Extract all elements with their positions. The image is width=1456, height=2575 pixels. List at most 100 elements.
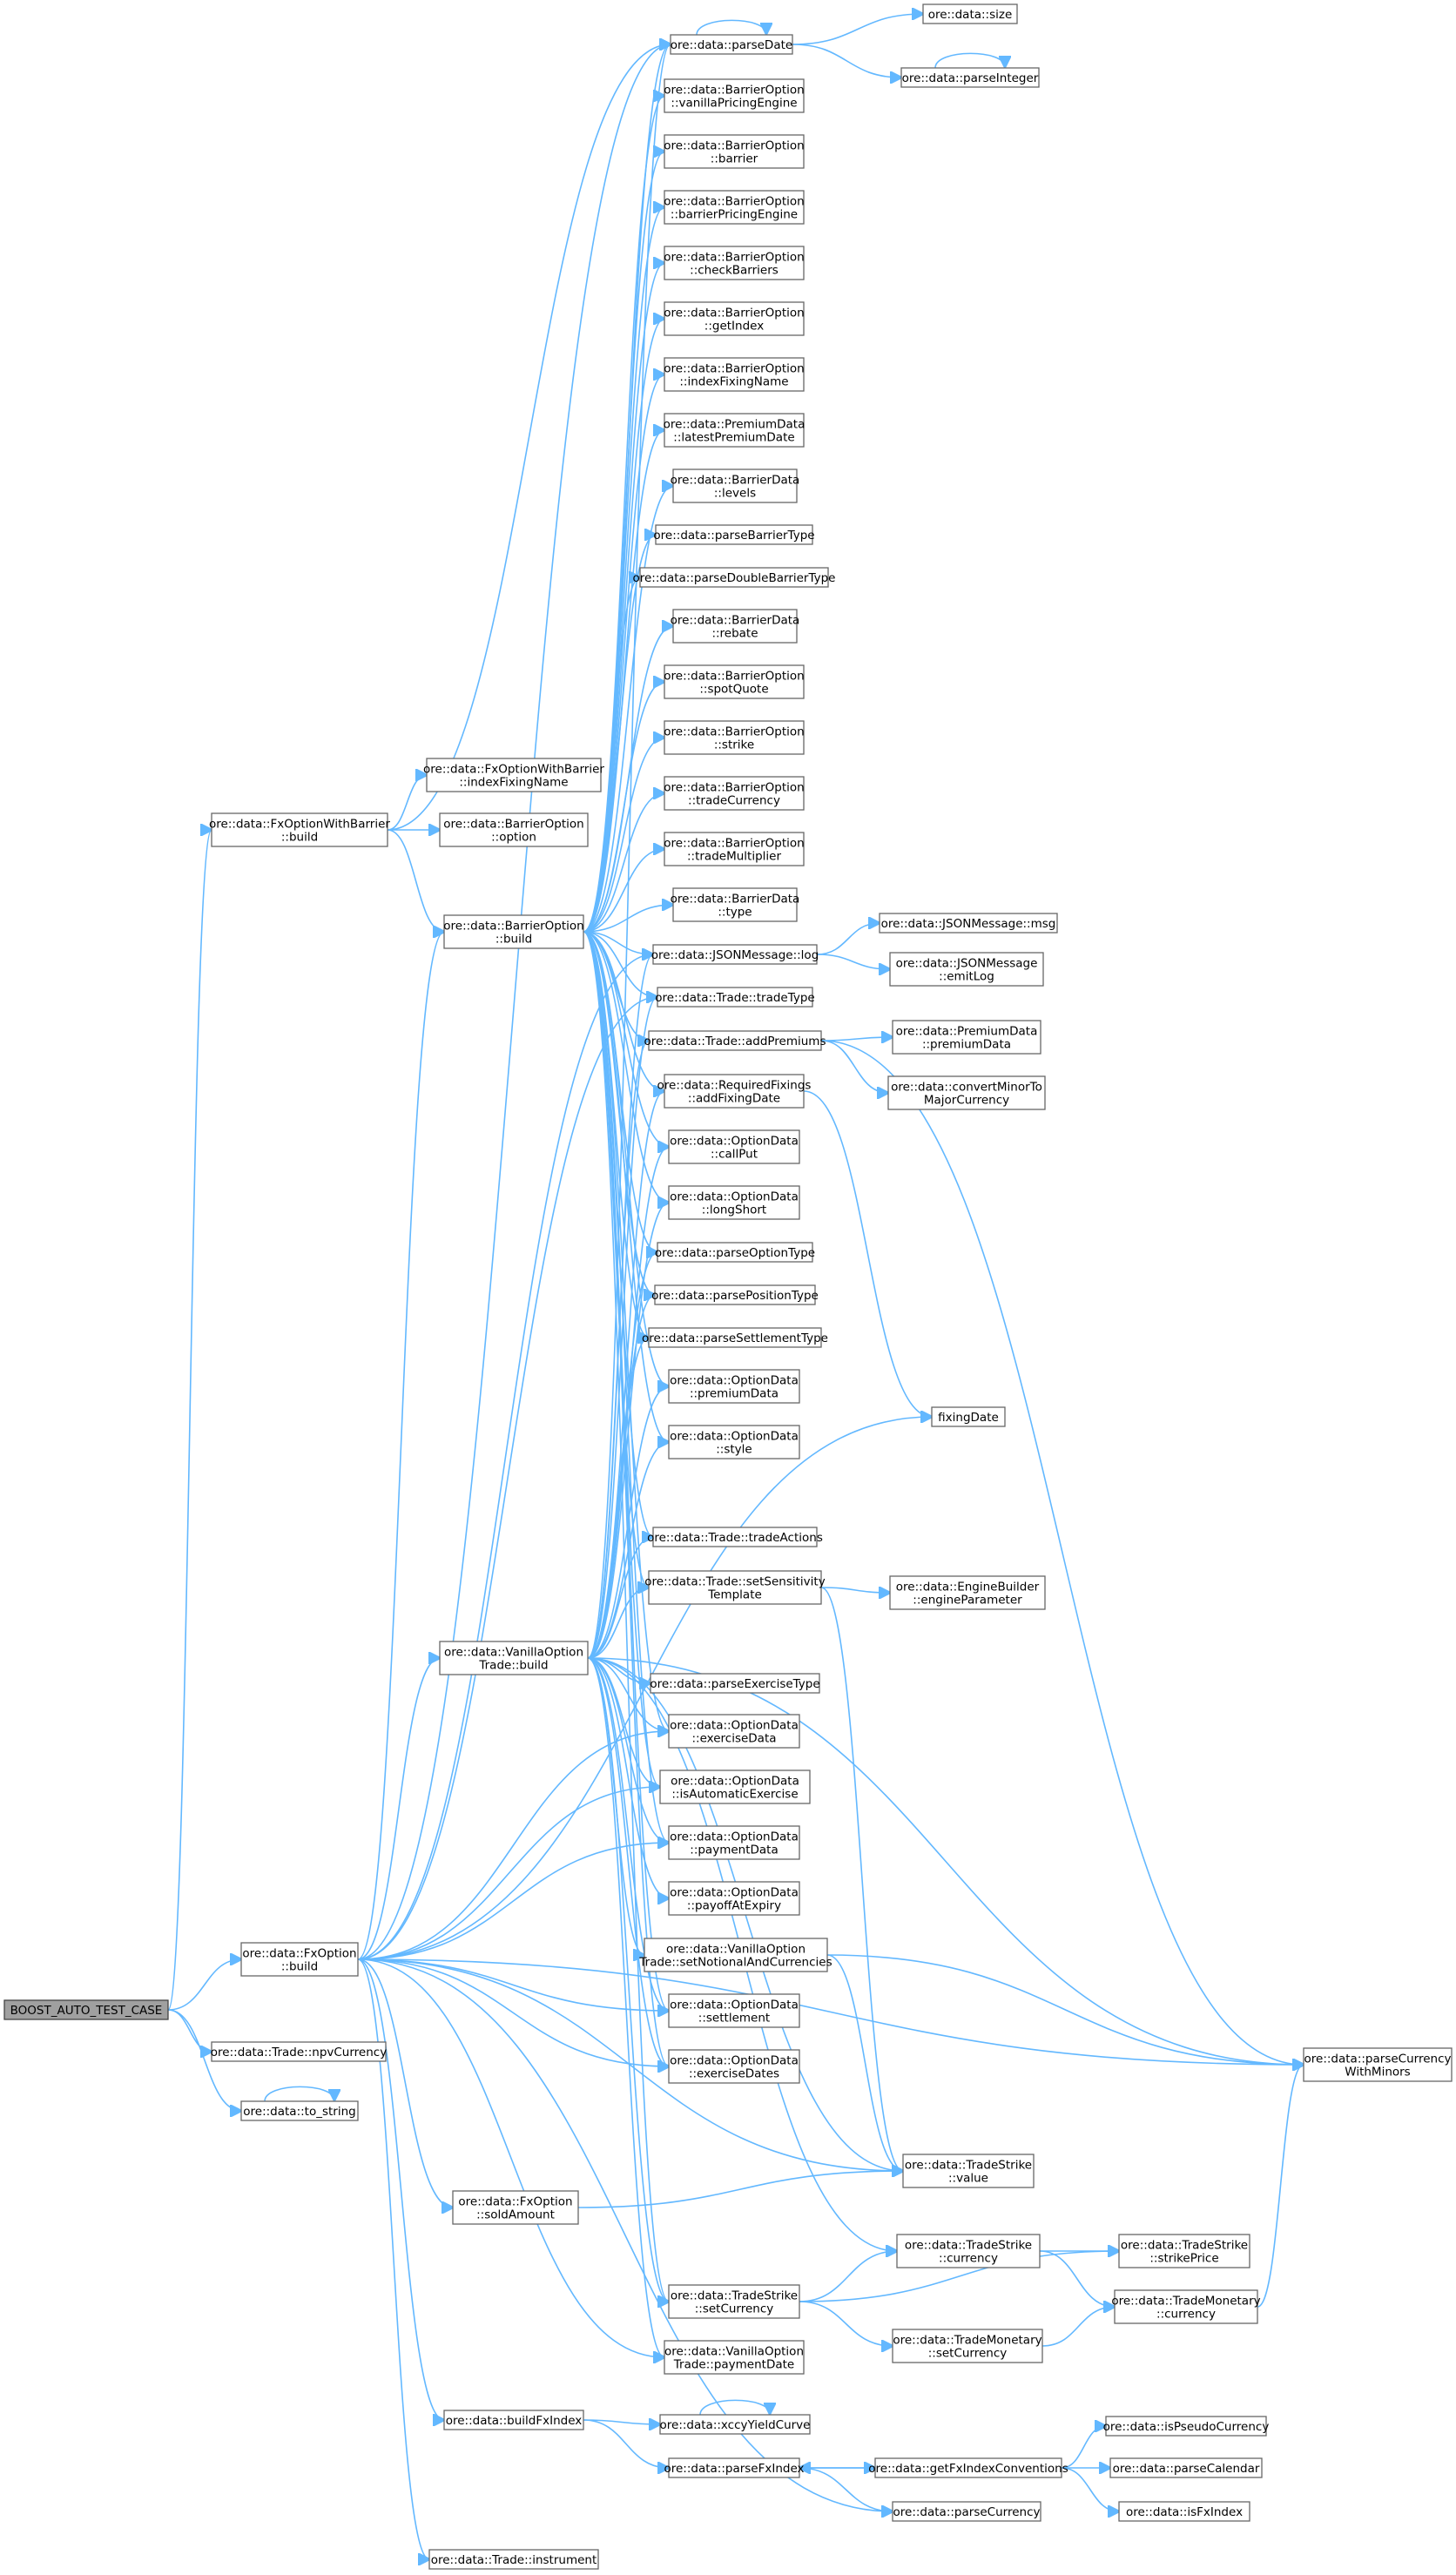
- node-bo_vanillapricing[interactable]: ore::data::BarrierOption::vanillaPricing…: [664, 78, 805, 113]
- node-box[interactable]: [892, 2329, 1043, 2363]
- node-xccyyieldcurve[interactable]: ore::data::xccyYieldCurve: [659, 2414, 811, 2435]
- node-addpremiums[interactable]: ore::data::Trade::addPremiums: [644, 1030, 826, 1051]
- node-box[interactable]: [668, 1185, 800, 1220]
- node-fxobarrier_build[interactable]: ore::data::FxOptionWithBarrier::build: [209, 812, 390, 847]
- node-box[interactable]: [648, 1327, 822, 1348]
- node-box[interactable]: [1105, 2416, 1267, 2437]
- node-pd_latestpremium[interactable]: ore::data::PremiumData::latestPremiumDat…: [664, 413, 806, 448]
- node-parseinteger[interactable]: ore::data::parseInteger: [900, 67, 1040, 88]
- node-box[interactable]: [900, 67, 1040, 88]
- node-box[interactable]: [668, 1993, 800, 2028]
- node-od_longshort[interactable]: ore::data::OptionData::longShort: [668, 1185, 800, 1220]
- node-box[interactable]: [664, 301, 805, 336]
- node-bo_spotquote[interactable]: ore::data::BarrierOption::spotQuote: [664, 664, 805, 699]
- node-tradetype[interactable]: ore::data::Trade::tradeType: [655, 987, 815, 1008]
- node-fxob_indexfixingname[interactable]: ore::data::FxOptionWithBarrier::indexFix…: [423, 758, 604, 792]
- node-box[interactable]: [639, 567, 829, 588]
- node-box[interactable]: [874, 2457, 1062, 2478]
- node-pd_premiumdata[interactable]: ore::data::PremiumData::premiumData: [892, 1020, 1041, 1055]
- node-ts_setcurrency[interactable]: ore::data::TradeStrike::setCurrency: [668, 2284, 800, 2319]
- node-box[interactable]: [664, 134, 805, 169]
- node-to_string[interactable]: ore::data::to_string: [240, 2100, 359, 2121]
- node-ts_value[interactable]: ore::data::TradeStrike::value: [902, 2154, 1035, 2188]
- node-box[interactable]: [879, 913, 1058, 934]
- node-box[interactable]: [896, 2234, 1041, 2268]
- node-box[interactable]: [1118, 2234, 1250, 2268]
- node-ts_strikeprice[interactable]: ore::data::TradeStrike::strikePrice: [1118, 2234, 1250, 2268]
- node-box[interactable]: [439, 812, 589, 847]
- node-box[interactable]: [889, 952, 1044, 987]
- node-box[interactable]: [664, 357, 805, 392]
- node-bo_barrier[interactable]: ore::data::BarrierOption::barrier: [664, 134, 805, 169]
- node-box[interactable]: [670, 34, 793, 55]
- node-bo_trademultiplier[interactable]: ore::data::BarrierOption::tradeMultiplie…: [664, 832, 805, 866]
- node-box[interactable]: [644, 1938, 828, 1972]
- node-box[interactable]: [659, 2414, 811, 2435]
- node-box[interactable]: [672, 609, 798, 644]
- node-box[interactable]: [664, 720, 805, 755]
- node-box[interactable]: [668, 1714, 800, 1749]
- node-jsonlog[interactable]: ore::data::JSONMessage::log: [651, 944, 819, 965]
- node-box[interactable]: [672, 468, 798, 503]
- node-box[interactable]: [668, 1881, 800, 1916]
- node-ispseudocurrency[interactable]: ore::data::isPseudoCurrency: [1103, 2416, 1270, 2437]
- node-box[interactable]: [668, 1369, 800, 1404]
- node-box[interactable]: [211, 2041, 387, 2062]
- node-box[interactable]: [1114, 2289, 1258, 2324]
- node-box[interactable]: [664, 2340, 805, 2375]
- node-parsesettlementtype[interactable]: ore::data::parseSettlementType: [642, 1327, 828, 1348]
- node-od_callput[interactable]: ore::data::OptionData::callPut: [668, 1129, 800, 1164]
- node-box[interactable]: [672, 887, 798, 922]
- node-vot_setnotional[interactable]: ore::data::VanillaOptionTrade::setNotion…: [638, 1938, 832, 1972]
- node-bd_type[interactable]: ore::data::BarrierData::type: [671, 887, 800, 922]
- node-box[interactable]: [650, 1673, 820, 1694]
- node-box[interactable]: [652, 944, 818, 965]
- node-parseoptiontype[interactable]: ore::data::parseOptionType: [655, 1242, 815, 1263]
- node-rf_addfixingdate[interactable]: ore::data::RequiredFixings::addFixingDat…: [657, 1074, 812, 1109]
- node-box[interactable]: [664, 413, 805, 448]
- node-box[interactable]: [652, 1527, 818, 1547]
- node-parsecalendar[interactable]: ore::data::parseCalendar: [1109, 2457, 1263, 2478]
- node-parsecurrency[interactable]: ore::data::parseCurrency: [892, 2501, 1041, 2522]
- node-ts_currency[interactable]: ore::data::TradeStrike::currency: [896, 2234, 1041, 2268]
- node-box[interactable]: [648, 1570, 822, 1605]
- node-eb_engineparameter[interactable]: ore::data::EngineBuilder::engineParamete…: [889, 1575, 1046, 1610]
- node-bd_rebate[interactable]: ore::data::BarrierData::rebate: [671, 609, 800, 644]
- node-od_exercisedata[interactable]: ore::data::OptionData::exerciseData: [668, 1714, 800, 1749]
- node-box[interactable]: [931, 1406, 1006, 1427]
- node-box[interactable]: [428, 2549, 599, 2570]
- node-bo_indexfixingname[interactable]: ore::data::BarrierOption::indexFixingNam…: [664, 357, 805, 392]
- node-parsepositiontype[interactable]: ore::data::parsePositionType: [651, 1284, 819, 1305]
- node-box[interactable]: [1118, 2501, 1250, 2522]
- node-box[interactable]: [664, 190, 805, 225]
- node-box[interactable]: [211, 812, 388, 847]
- node-box[interactable]: [668, 1129, 800, 1164]
- node-box[interactable]: [668, 2457, 800, 2478]
- node-vot_paymentdate[interactable]: ore::data::VanillaOptionTrade::paymentDa…: [664, 2340, 805, 2375]
- node-box[interactable]: [240, 1942, 359, 1977]
- node-parsedate[interactable]: ore::data::parseDate: [670, 34, 793, 55]
- node-box[interactable]: [922, 3, 1018, 24]
- node-bo_barrierpricing[interactable]: ore::data::BarrierOption::barrierPricing…: [664, 190, 805, 225]
- node-box[interactable]: [439, 1641, 589, 1675]
- node-od_paymentdata[interactable]: ore::data::OptionData::paymentData: [668, 1825, 800, 1860]
- node-tm_currency[interactable]: ore::data::TradeMonetary::currency: [1111, 2289, 1261, 2324]
- node-box[interactable]: [648, 1030, 822, 1051]
- node-od_isautomatic[interactable]: ore::data::OptionData::isAutomaticExerci…: [659, 1769, 811, 1804]
- node-od_style[interactable]: ore::data::OptionData::style: [668, 1425, 800, 1459]
- node-bo_tradecurrency[interactable]: ore::data::BarrierOption::tradeCurrency: [664, 776, 805, 811]
- node-bd_levels[interactable]: ore::data::BarrierData::levels: [671, 468, 800, 503]
- node-bo_checkbarriers[interactable]: ore::data::BarrierOption::checkBarriers: [664, 246, 805, 280]
- node-instrument[interactable]: ore::data::Trade::instrument: [428, 2549, 599, 2570]
- node-bo_strike[interactable]: ore::data::BarrierOption::strike: [664, 720, 805, 755]
- node-box[interactable]: [887, 1075, 1046, 1110]
- node-parsebarriertype[interactable]: ore::data::parseBarrierType: [653, 524, 815, 545]
- node-box[interactable]: [657, 987, 813, 1008]
- node-box[interactable]: [668, 1825, 800, 1860]
- node-box[interactable]: [426, 758, 602, 792]
- node-box[interactable]: [664, 776, 805, 811]
- node-buildfxindex[interactable]: ore::data::buildFxIndex: [443, 2410, 584, 2430]
- node-box[interactable]: [655, 524, 813, 545]
